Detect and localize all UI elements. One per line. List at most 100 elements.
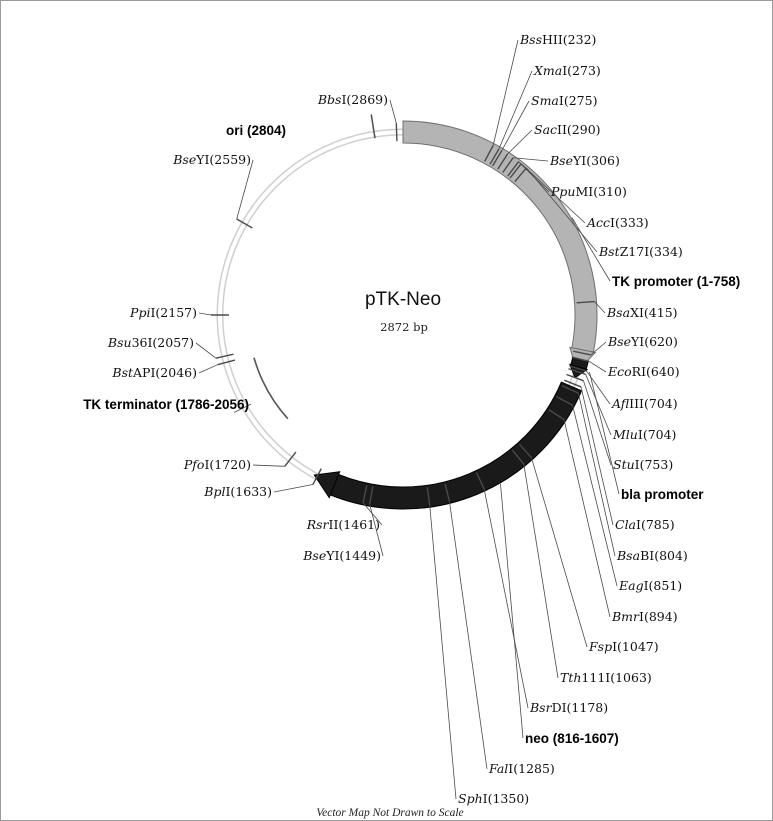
site-position: (415) [644,305,678,320]
site-name-italic: Bsr [529,700,553,715]
restriction-site-label: FspI(1047) [588,639,659,654]
restriction-site-label: BseYI(306) [549,153,620,168]
site-leader [563,419,611,618]
site-name-italic: Eco [607,364,632,379]
site-name-italic: Eag [618,578,644,593]
tk-terminator-mark [253,357,289,420]
site-name-suffix: YI [630,334,644,349]
restriction-site-label: FalI(1285) [488,761,555,776]
site-position: (851) [649,578,683,593]
site-position: (310) [593,184,627,199]
site-tick [489,148,500,165]
site-position: (1285) [513,761,555,776]
site-position: (704) [644,396,678,411]
site-position: (804) [654,548,688,563]
site-leader [501,100,530,151]
feature-leader [589,371,620,495]
site-tick [573,350,591,356]
site-name-italic: Xma [533,63,562,78]
restriction-site-label: Tth111I(1063) [560,670,652,685]
site-leader [195,342,217,359]
feature-leader [500,483,524,739]
site-tick [509,163,522,179]
ori-label: ori (2804) [226,123,286,138]
site-name-italic: Pfo [183,457,205,472]
site-name-italic: Cla [615,517,636,532]
restriction-site-label: BssHII(232) [519,32,596,47]
site-name-suffix: I [204,457,209,472]
site-tick [484,145,494,162]
restriction-site-label: XmaI(273) [533,63,601,78]
site-name-suffix: 36I [132,335,153,350]
site-name-suffix: I [612,639,617,654]
restriction-site-label: EagI(851) [618,578,682,593]
restriction-site-label: PpuMI(310) [550,184,627,199]
site-name-italic: Bsa [606,305,630,320]
site-tick [215,353,234,359]
site-leader [492,39,519,146]
bla-promoter-label: bla promoter [621,487,704,502]
restriction-site-label: EcoRI(640) [607,364,680,379]
site-position: (275) [564,93,598,108]
site-position: (273) [567,63,601,78]
site-name-italic: Bss [519,32,542,47]
site-name-suffix: I [483,791,488,806]
site-name-suffix: I [638,427,643,442]
site-name-suffix: I [635,457,640,472]
site-leader [572,405,618,587]
restriction-site-label: PfoI(1720) [183,457,251,472]
site-position: (1720) [209,457,251,472]
site-leader [449,501,488,770]
site-leader [585,374,612,436]
site-tick [236,218,253,229]
site-name-italic: Bsa [616,548,640,563]
site-name-suffix: XI [630,305,644,320]
site-name-italic: Fsp [588,639,612,654]
site-tick [426,487,431,506]
site-position: (704) [643,427,677,442]
site-name-suffix: DI [552,700,567,715]
restriction-site-label: SacII(290) [534,122,601,137]
site-name-italic: Rsr [306,517,330,532]
site-name-suffix: I [636,517,641,532]
site-name-italic: Sma [531,93,559,108]
restriction-site-label: AflIII(704) [611,396,678,411]
site-tick [284,451,297,467]
restriction-site-label: PpiI(2157) [129,305,197,320]
site-leader [198,364,218,374]
site-position: (1449) [339,548,381,563]
site-leader [236,159,254,220]
restriction-site-label: BseYI(1449) [302,548,381,563]
restriction-site-label: BbsI(2869) [317,92,388,107]
restriction-site-label: BmrI(894) [611,609,678,624]
site-name-italic: Bst [598,244,621,259]
site-tick [556,396,573,406]
site-name-suffix: I [644,578,649,593]
tk-promoter-label: TK promoter (1-758) [612,274,740,289]
feature-leader [233,403,252,413]
site-name-suffix: API [132,365,155,380]
restriction-site-label: BsrDI(1178) [529,700,608,715]
site-name-suffix: I [508,761,513,776]
site-position: (1461) [338,517,380,532]
site-tick [492,150,503,167]
site-name-suffix: I [341,92,346,107]
restriction-site-label: BstZ17I(334) [598,244,683,259]
site-leader [429,505,457,800]
site-position: (1350) [488,791,530,806]
site-name-italic: Bst [111,365,134,380]
site-name-italic: Bsu [107,335,132,350]
site-leader [526,167,598,253]
site-leader [520,163,586,224]
site-position: (2157) [155,305,197,320]
site-leader [580,386,614,526]
plasmid-size: 2872 bp [380,320,428,334]
site-name-italic: Sph [458,791,483,806]
restriction-site-label: BplI(1633) [203,484,272,499]
site-name-italic: Bse [549,153,573,168]
site-leader [507,129,533,155]
site-tick [444,483,451,502]
site-name-italic: Bpl [203,484,225,499]
site-tick [514,167,527,183]
site-leader [389,99,397,124]
